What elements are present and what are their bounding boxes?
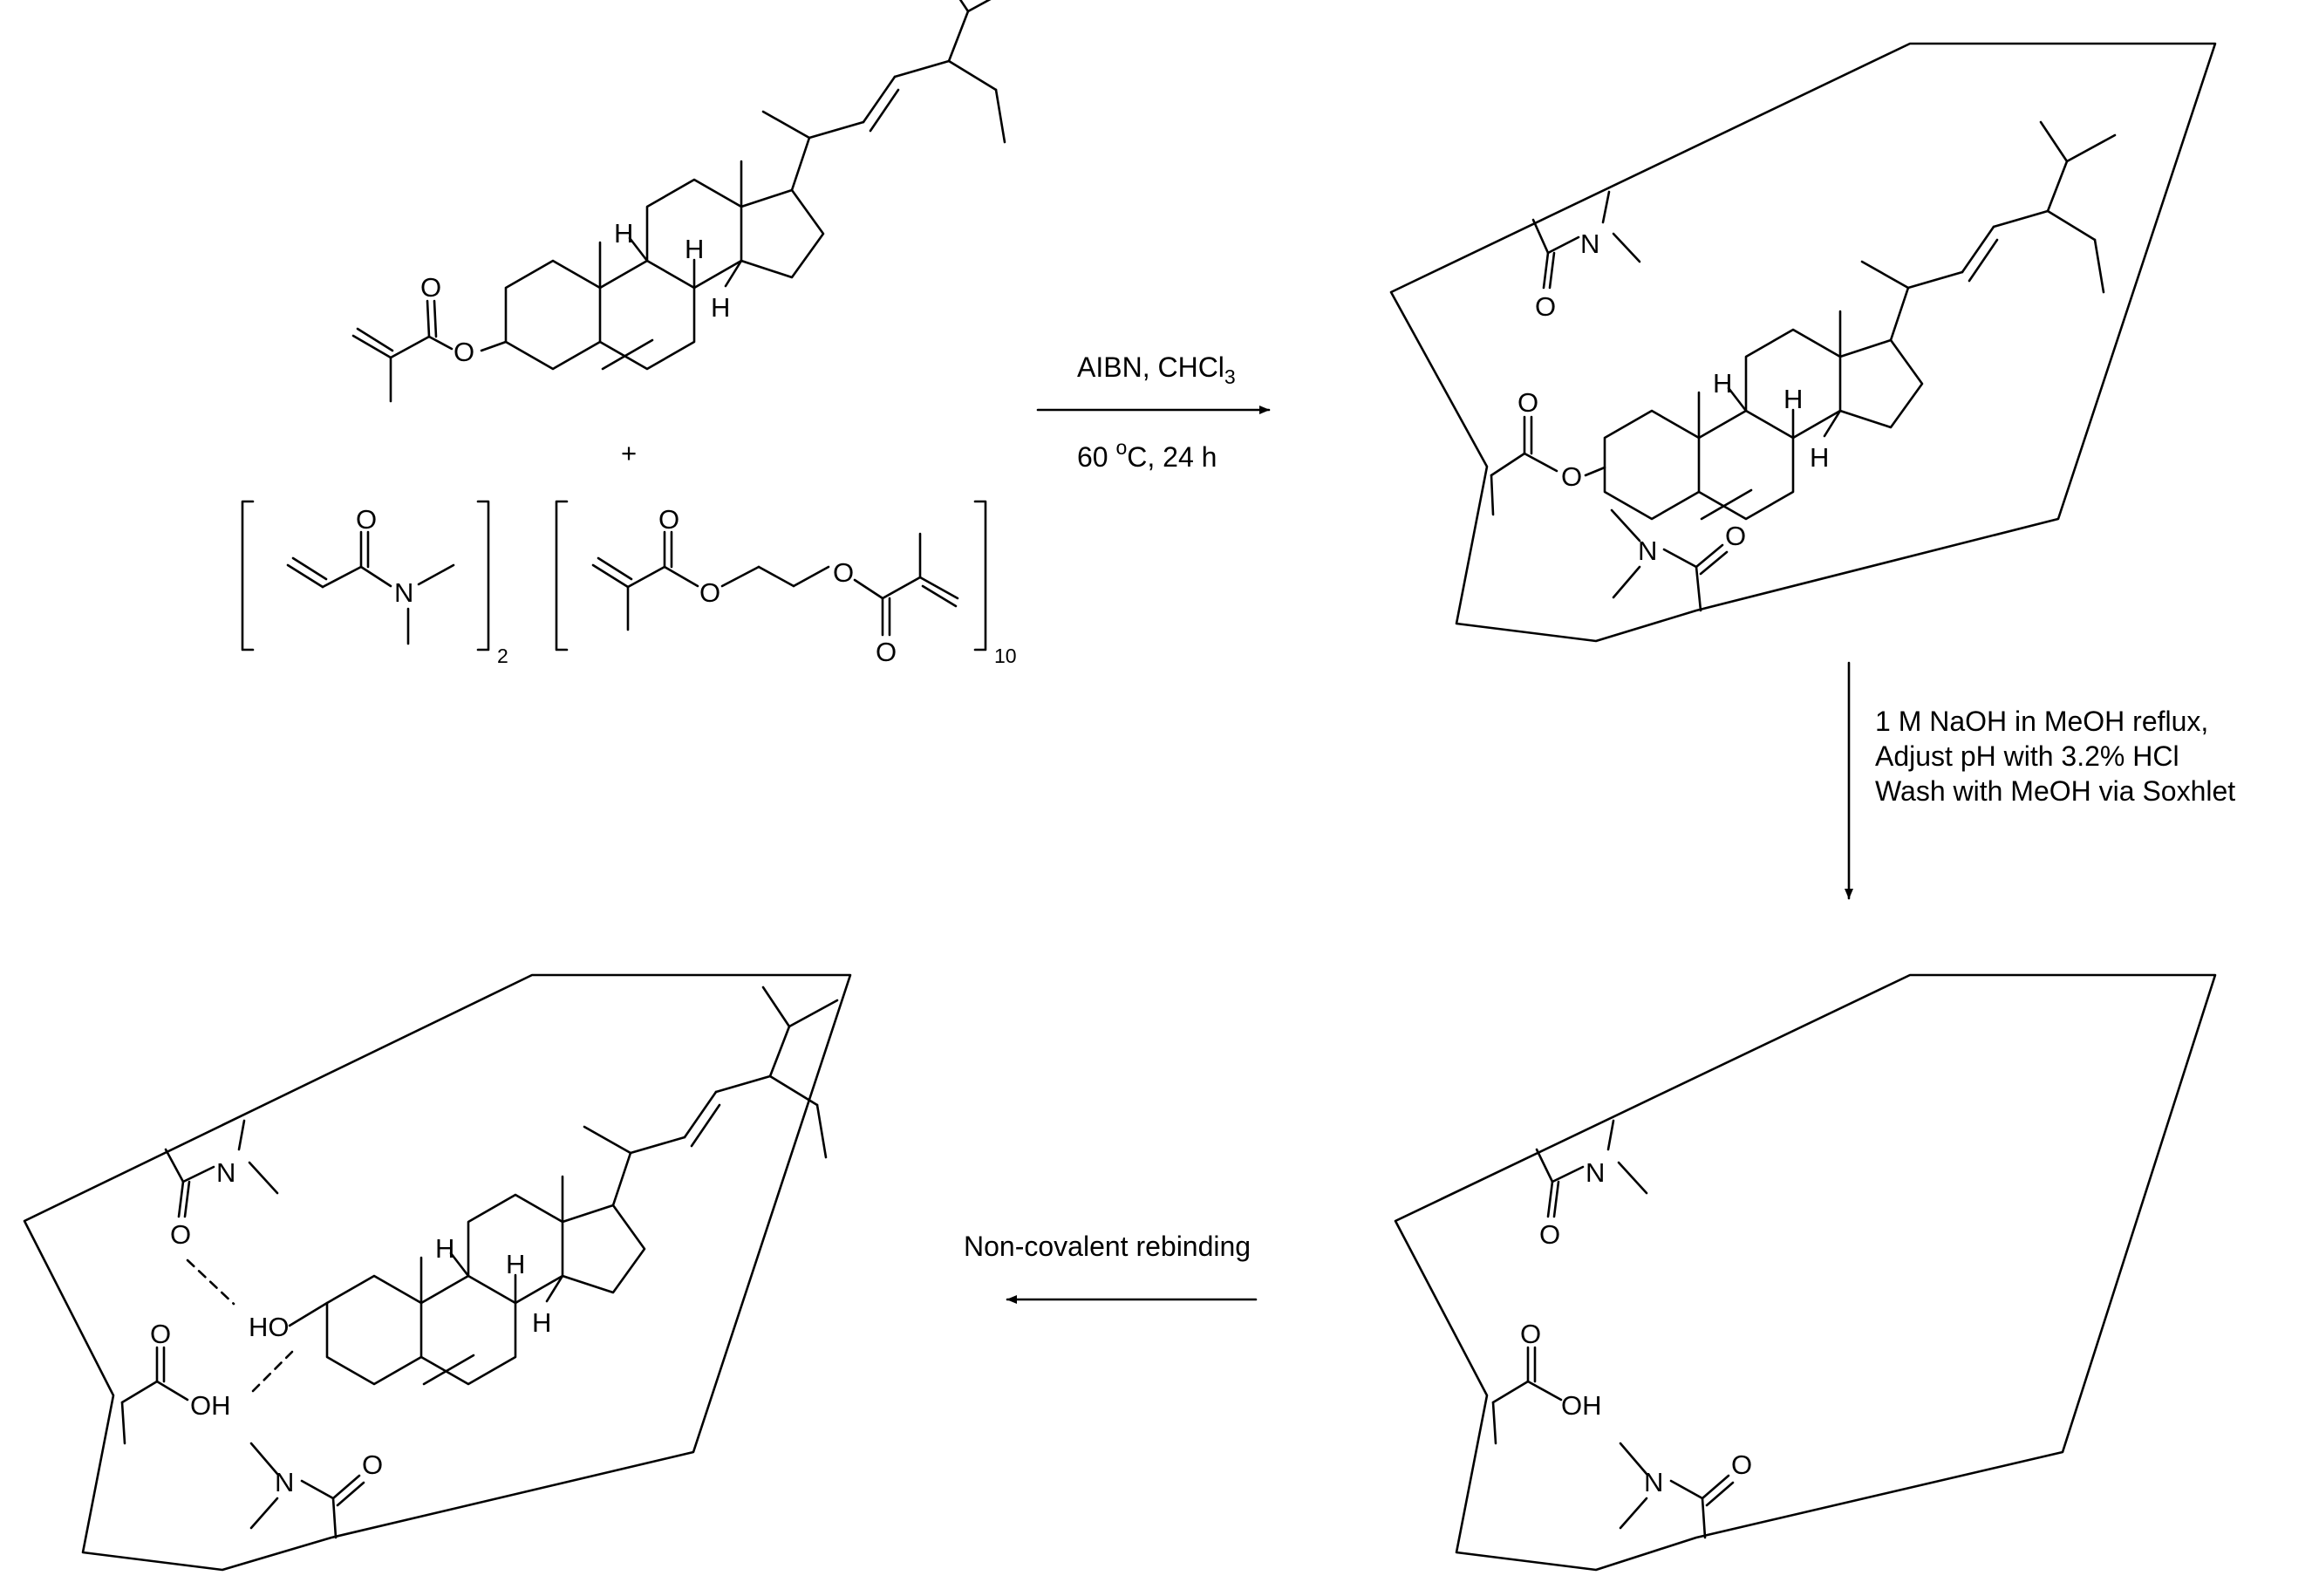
atom-n: N	[1638, 535, 1657, 566]
egdma-count: 10	[994, 645, 1017, 667]
atom-o: O	[1731, 1449, 1752, 1480]
atom-o: O	[356, 504, 377, 535]
atom-o: O	[1539, 1219, 1560, 1250]
atom-o: O	[1517, 387, 1538, 418]
atom-o: O	[420, 272, 441, 303]
step2-arrow: 1 M NaOH in MeOH reflux, Adjust pH with …	[1845, 661, 2235, 900]
step1-arrow: AIBN, CHCl3 60 oC, 24 h	[1036, 351, 1271, 473]
atom-n: N	[394, 577, 413, 608]
polymer-imprinted-cavity: N O O OH N O	[1394, 973, 2217, 1572]
step3-arrow: Non-covalent rebinding	[964, 1231, 1258, 1304]
atom-o: O	[170, 1219, 191, 1250]
atom-oh: OH	[190, 1390, 231, 1421]
atom-n: N	[1586, 1157, 1605, 1188]
polymer-rebound-complex: N O HO O OH N O	[23, 973, 852, 1572]
atom-o: O	[833, 557, 854, 588]
atom-n: N	[1644, 1467, 1663, 1497]
atom-n: N	[1580, 228, 1599, 259]
atom-o: O	[699, 577, 720, 608]
atom-n: N	[216, 1157, 235, 1188]
atom-o: O	[1535, 291, 1556, 322]
plus-sign: +	[621, 438, 637, 468]
atom-o: O	[454, 337, 474, 367]
atom-o: O	[150, 1319, 171, 1349]
step3-label: Non-covalent rebinding	[964, 1231, 1251, 1262]
reactant-egdma: O O O O 10	[555, 500, 1017, 667]
atom-n: N	[275, 1467, 294, 1497]
step1-reagents: AIBN, CHCl3	[1077, 351, 1236, 388]
reactant-dimethylacrylamide: O N 2	[241, 500, 508, 667]
step2-line2: Adjust pH with 3.2% HCl	[1875, 740, 2179, 772]
step1-conditions: 60 oC, 24 h	[1077, 436, 1217, 473]
dma-count: 2	[497, 645, 508, 667]
reactant-sterol-methacrylate: O O	[351, 0, 1018, 403]
atom-o: O	[1561, 461, 1582, 492]
step2-line1: 1 M NaOH in MeOH reflux,	[1875, 706, 2208, 737]
atom-o: O	[362, 1449, 383, 1480]
atom-ho: HO	[249, 1312, 290, 1342]
atom-o: O	[1725, 521, 1746, 551]
polymer-template-complex: N O O O N O	[1389, 42, 2217, 643]
atom-o: O	[1520, 1319, 1541, 1349]
atom-o: O	[658, 504, 679, 535]
step2-line3: Wash with MeOH via Soxhlet	[1875, 775, 2235, 807]
atom-o: O	[876, 637, 897, 667]
atom-oh: OH	[1561, 1390, 1602, 1421]
